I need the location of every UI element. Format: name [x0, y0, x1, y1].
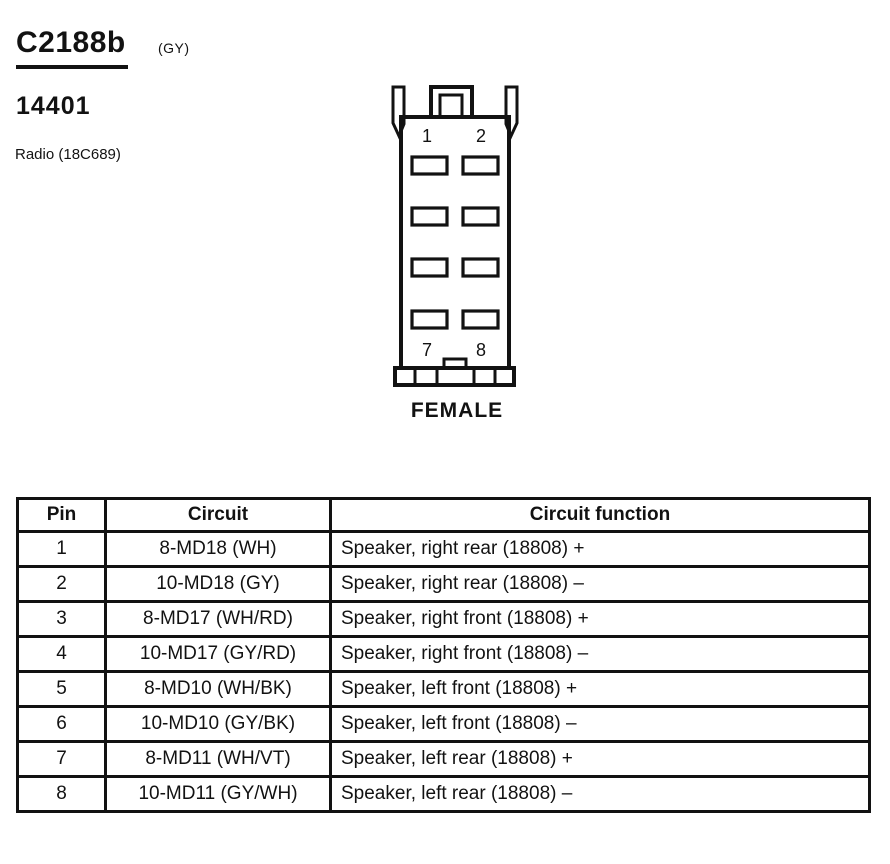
table-row: 2 10-MD18 (GY) Speaker, right rear (1880… [16, 565, 871, 603]
circuit-cell: 8-MD17 (WH/RD) [104, 600, 332, 638]
latch-tab-inner-icon [438, 93, 464, 119]
table-row: 7 8-MD11 (WH/VT) Speaker, left rear (188… [16, 740, 871, 778]
pinout-table: Pin Circuit Circuit function 1 8-MD18 (W… [16, 497, 871, 813]
pin-cavity-icon [461, 155, 500, 176]
connector-diagram-icon: 1 2 7 8 [391, 85, 519, 387]
connector-color-code: (GY) [158, 40, 190, 56]
pin-cell: 4 [16, 635, 107, 673]
function-cell: Speaker, left front (18808) + [329, 670, 871, 708]
circuit-cell: 10-MD11 (GY/WH) [104, 775, 332, 813]
pin-cell: 2 [16, 565, 107, 603]
connector-body-icon [399, 115, 511, 370]
connector-id: C2188b [16, 26, 128, 69]
pin-cell: 5 [16, 670, 107, 708]
table-row: 4 10-MD17 (GY/RD) Speaker, right front (… [16, 635, 871, 673]
pin-number-label: 1 [422, 126, 432, 146]
pin-cavity-icon [410, 309, 449, 330]
pin-number-label: 2 [476, 126, 486, 146]
circuit-column-header: Circuit [104, 497, 332, 533]
part-number: 14401 [16, 92, 91, 120]
table-row: 3 8-MD17 (WH/RD) Speaker, right front (1… [16, 600, 871, 638]
function-cell: Speaker, right rear (18808) + [329, 530, 871, 568]
pin-column-header: Pin [16, 497, 107, 533]
function-cell: Speaker, left rear (18808) + [329, 740, 871, 778]
circuit-cell: 10-MD17 (GY/RD) [104, 635, 332, 673]
base-strip-icon [393, 366, 516, 387]
table-row: 1 8-MD18 (WH) Speaker, right rear (18808… [16, 530, 871, 568]
function-cell: Speaker, right front (18808) – [329, 635, 871, 673]
pin-cell: 1 [16, 530, 107, 568]
circuit-cell: 8-MD11 (WH/VT) [104, 740, 332, 778]
pin-cell: 7 [16, 740, 107, 778]
circuit-function-column-header: Circuit function [329, 497, 871, 533]
table-row: 6 10-MD10 (GY/BK) Speaker, left front (1… [16, 705, 871, 743]
circuit-cell: 10-MD10 (GY/BK) [104, 705, 332, 743]
pin-cell: 8 [16, 775, 107, 813]
table-row: 8 10-MD11 (GY/WH) Speaker, left rear (18… [16, 775, 871, 813]
circuit-cell: 8-MD18 (WH) [104, 530, 332, 568]
component-name: Radio (18C689) [15, 146, 121, 163]
function-cell: Speaker, right front (18808) + [329, 600, 871, 638]
pin-cell: 3 [16, 600, 107, 638]
function-cell: Speaker, right rear (18808) – [329, 565, 871, 603]
pin-cavity-icon [410, 155, 449, 176]
table-row: 5 8-MD10 (WH/BK) Speaker, left front (18… [16, 670, 871, 708]
pin-cavity-icon [410, 257, 449, 278]
pin-number-label: 8 [476, 340, 486, 360]
function-cell: Speaker, left front (18808) – [329, 705, 871, 743]
pin-cavity-icon [461, 257, 500, 278]
function-cell: Speaker, left rear (18808) – [329, 775, 871, 813]
pin-cavity-icon [410, 206, 449, 227]
pin-cavity-icon [461, 206, 500, 227]
pin-cell: 6 [16, 705, 107, 743]
pin-cavity-icon [461, 309, 500, 330]
circuit-cell: 10-MD18 (GY) [104, 565, 332, 603]
latch-tab-outer-icon [429, 85, 474, 117]
connector-gender-label: FEMALE [410, 399, 504, 422]
circuit-cell: 8-MD10 (WH/BK) [104, 670, 332, 708]
table-header-row: Pin Circuit Circuit function [16, 497, 871, 533]
pin-number-label: 7 [422, 340, 432, 360]
